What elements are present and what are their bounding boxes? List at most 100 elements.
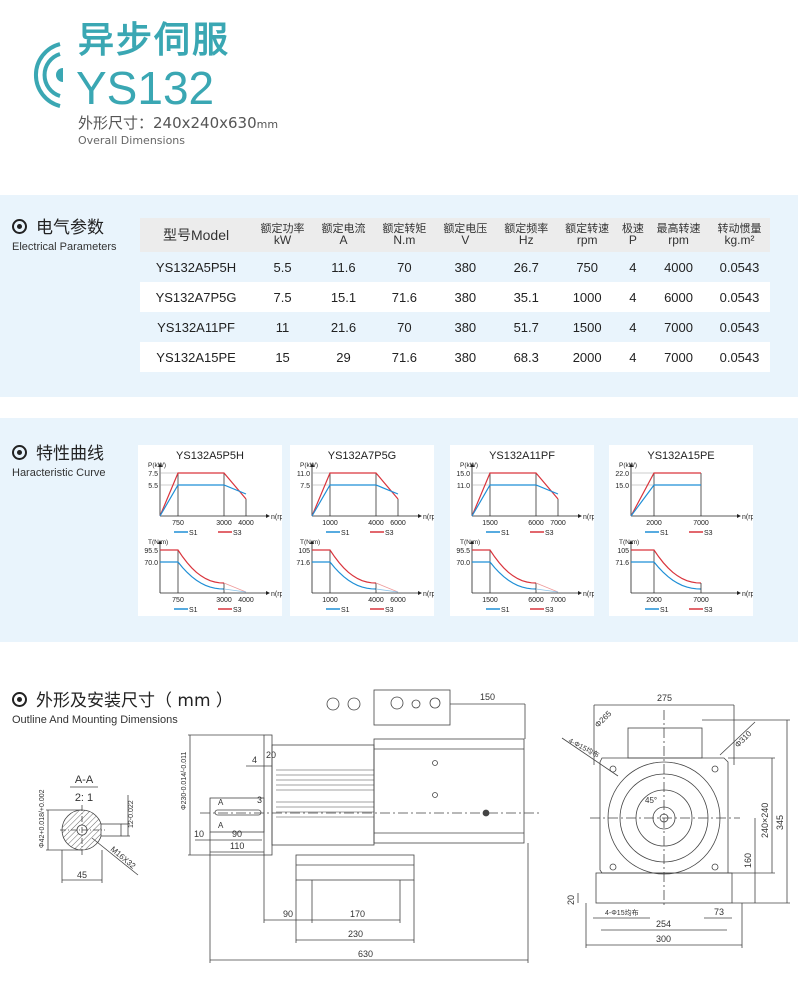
section-mark-a-bottom: A	[218, 821, 224, 830]
legend-s3-label: S3	[385, 530, 394, 537]
y-axis-arrow-icon	[158, 463, 162, 467]
dim-73: 73	[714, 907, 724, 917]
table-cell: 750	[556, 252, 618, 282]
legend-s3-label: S3	[385, 607, 394, 614]
foot-dim-230: 230	[348, 929, 363, 939]
y-axis-label: T(N.m)	[619, 539, 639, 546]
angle-45: 45°	[645, 796, 657, 805]
legend-s1-label: S1	[660, 607, 669, 614]
s1-power-curve	[471, 484, 559, 517]
bottom-holes-label: 4-Φ15均布	[605, 908, 639, 917]
x-tick-label: 1000	[322, 597, 338, 604]
y-tick-label: 15.0	[615, 483, 629, 490]
x-tick-label: 750	[172, 597, 184, 604]
y-tick-label: 7.5	[148, 471, 158, 478]
legend-s3-label: S3	[545, 607, 554, 614]
column-header-cn: 额定电压	[443, 223, 488, 235]
dim-345: 345	[775, 815, 785, 830]
y-tick-label: 70.0	[456, 560, 470, 567]
s1-torque-curve	[472, 561, 537, 590]
s3-torque-curve	[631, 549, 702, 584]
x-axis-arrow-icon	[266, 514, 270, 518]
x-tick-label: 4000	[368, 597, 384, 604]
y-axis-arrow-icon	[470, 540, 474, 544]
y-axis-label: T(N.m)	[460, 539, 480, 546]
section-key: 12-0.022	[128, 800, 135, 828]
electrical-title-text: 电气参数	[36, 218, 104, 238]
x-axis-label: n(rpm)	[271, 591, 282, 598]
table-cell: 6000	[648, 282, 709, 312]
x-axis-arrow-icon	[737, 514, 741, 518]
x-tick-label: 6000	[528, 597, 544, 604]
dim-20: 20	[266, 750, 276, 760]
y-axis-label: P(kW)	[148, 462, 166, 469]
x-axis-arrow-icon	[418, 591, 422, 595]
x-axis-label: n(rpm)	[583, 591, 594, 598]
section-mark-a-top: A	[218, 798, 224, 807]
x-tick-label: 3000	[216, 597, 232, 604]
y-axis-arrow-icon	[629, 540, 633, 544]
curves-section-title-en: Haracteristic Curve	[12, 467, 106, 479]
dim-254: 254	[656, 919, 671, 929]
y-axis-arrow-icon	[158, 540, 162, 544]
table-cell: 4	[617, 252, 649, 282]
table-cell: 15.1	[313, 282, 374, 312]
dim-20-foot: 20	[566, 895, 576, 905]
top-holes-label: 4-Φ15均布	[567, 736, 601, 760]
curves-title-text: 特性曲线	[36, 444, 104, 464]
table-cell: 29	[313, 342, 374, 372]
product-category-title: 异步伺服	[78, 20, 231, 61]
table-cell: 15	[252, 342, 314, 372]
table-cell: 71.6	[373, 342, 435, 372]
s3-power-curve	[471, 472, 559, 517]
column-header-cn: 额定频率	[504, 223, 549, 235]
table-cell: 4	[617, 282, 649, 312]
x-tick-label: 4000	[238, 520, 254, 527]
s1-torque-curve	[160, 561, 225, 590]
column-header-unit: kW	[273, 233, 292, 247]
table-cell: 35.1	[495, 282, 557, 312]
foot-dim-170: 170	[350, 909, 365, 919]
legend-s1-label: S1	[189, 607, 198, 614]
dim-160: 160	[743, 853, 753, 868]
x-axis-label: n(rpm)	[271, 514, 282, 521]
model-cell: YS132A7P5G	[140, 282, 253, 312]
y-tick-label: 22.0	[615, 471, 629, 478]
table-cell: 70	[373, 312, 435, 342]
column-header-unit: rpm	[576, 233, 598, 247]
column-header-cn: 转动惯量	[717, 223, 762, 235]
legend-s3-label: S3	[233, 607, 242, 614]
dim-10: 10	[194, 829, 204, 839]
front-view-drawing: 275 4-Φ15均布 Φ265 Φ310 45° 240×240 345 16…	[561, 693, 790, 948]
overall-length-630: 630	[358, 949, 373, 959]
s1-power-curve	[159, 484, 247, 517]
legend-s1-label: S1	[341, 607, 350, 614]
s3-power-curve	[630, 472, 701, 517]
table-cell: 51.7	[495, 312, 557, 342]
s3-power-curve	[311, 472, 399, 517]
electrical-section-title-en: Electrical Parameters	[12, 241, 117, 253]
dim-240x240: 240×240	[760, 803, 770, 838]
y-tick-label: 15.0	[456, 471, 470, 478]
overall-dimensions-en: Overall Dimensions	[78, 134, 186, 147]
section-name: A-A	[75, 774, 94, 786]
dim-90: 90	[232, 829, 242, 839]
table-cell: 2000	[556, 342, 618, 372]
table-cell: 4	[617, 342, 649, 372]
curves-section-title: 特性曲线	[12, 444, 104, 464]
table-cell: 5.5	[252, 252, 314, 282]
x-axis-label: n(rpm)	[423, 591, 434, 598]
x-tick-label: 2000	[646, 520, 662, 527]
x-axis-arrow-icon	[578, 591, 582, 595]
y-tick-label: 5.5	[148, 483, 158, 490]
column-header-cn: 额定功率	[260, 223, 305, 235]
table-cell: 4	[617, 312, 649, 342]
y-tick-label: 105	[617, 548, 629, 555]
table-cell: 0.0543	[709, 312, 770, 342]
electrical-section-title: 电气参数	[12, 218, 104, 238]
dim-3: 3	[257, 795, 262, 805]
